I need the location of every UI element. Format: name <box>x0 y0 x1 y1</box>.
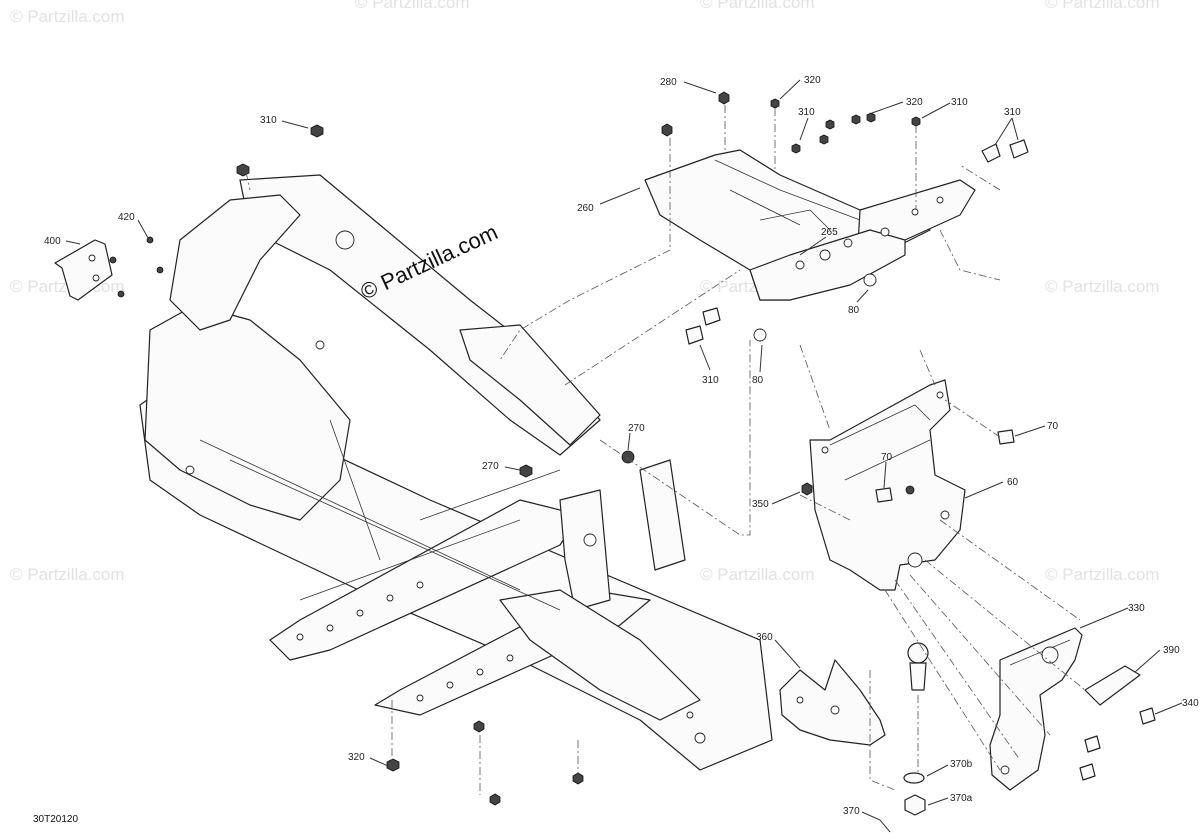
watermark-faint: © Partzilla.com <box>10 565 125 584</box>
callout-leaders <box>65 79 1183 833</box>
callout-370b: 370b <box>950 759 973 770</box>
bracket-60 <box>801 379 1015 591</box>
callout-60: 60 <box>1007 477 1019 488</box>
callout-270: 270 <box>628 423 645 434</box>
watermark-faint: © Partzilla.com <box>1045 0 1160 12</box>
watermark-faint: © Partzilla.com <box>700 565 815 584</box>
watermark-faint: © Partzilla.com <box>1045 277 1160 296</box>
callout-370a: 370a <box>950 793 973 804</box>
callout-310: 310 <box>702 375 719 386</box>
callout-310: 310 <box>798 107 815 118</box>
hitch-bracket-360 <box>779 642 929 816</box>
callout-260: 260 <box>577 203 594 214</box>
callout-320: 320 <box>906 97 923 108</box>
callout-320: 320 <box>804 75 821 86</box>
callout-310: 310 <box>260 115 277 126</box>
callout-340: 340 <box>1182 698 1199 709</box>
main-frame <box>139 124 773 806</box>
callout-labels: 400 420 310 280 320 310 320 310 310 260 … <box>44 75 1199 817</box>
watermark-faint: © Partzilla.com <box>700 0 815 12</box>
callout-420: 420 <box>118 212 135 223</box>
callout-310: 310 <box>951 97 968 108</box>
plate-330 <box>989 627 1156 791</box>
callout-80: 80 <box>752 375 764 386</box>
callout-270: 270 <box>482 461 499 472</box>
callout-350: 350 <box>752 499 769 510</box>
faint-watermarks: © Partzilla.com © Partzilla.com © Partzi… <box>10 0 1160 584</box>
callout-80: 80 <box>848 305 860 316</box>
callout-370: 370 <box>843 806 860 817</box>
watermark-faint: © Partzilla.com <box>1045 565 1160 584</box>
bracket-400 <box>54 236 164 301</box>
callout-400: 400 <box>44 236 61 247</box>
callout-70: 70 <box>1047 421 1059 432</box>
callout-70: 70 <box>881 452 893 463</box>
callout-280: 280 <box>660 77 677 88</box>
watermark-faint: © Partzilla.com <box>10 7 125 26</box>
diagram-code: 30T20120 <box>33 814 78 825</box>
callout-310: 310 <box>1004 107 1021 118</box>
callout-265: 265 <box>821 227 838 238</box>
watermark-faint: © Partzilla.com <box>355 0 470 12</box>
subframe-260 <box>644 91 1029 345</box>
assembly-centerlines <box>245 105 1086 795</box>
callout-330: 330 <box>1128 603 1145 614</box>
callout-360: 360 <box>756 632 773 643</box>
callout-320: 320 <box>348 752 365 763</box>
callout-390: 390 <box>1163 645 1180 656</box>
